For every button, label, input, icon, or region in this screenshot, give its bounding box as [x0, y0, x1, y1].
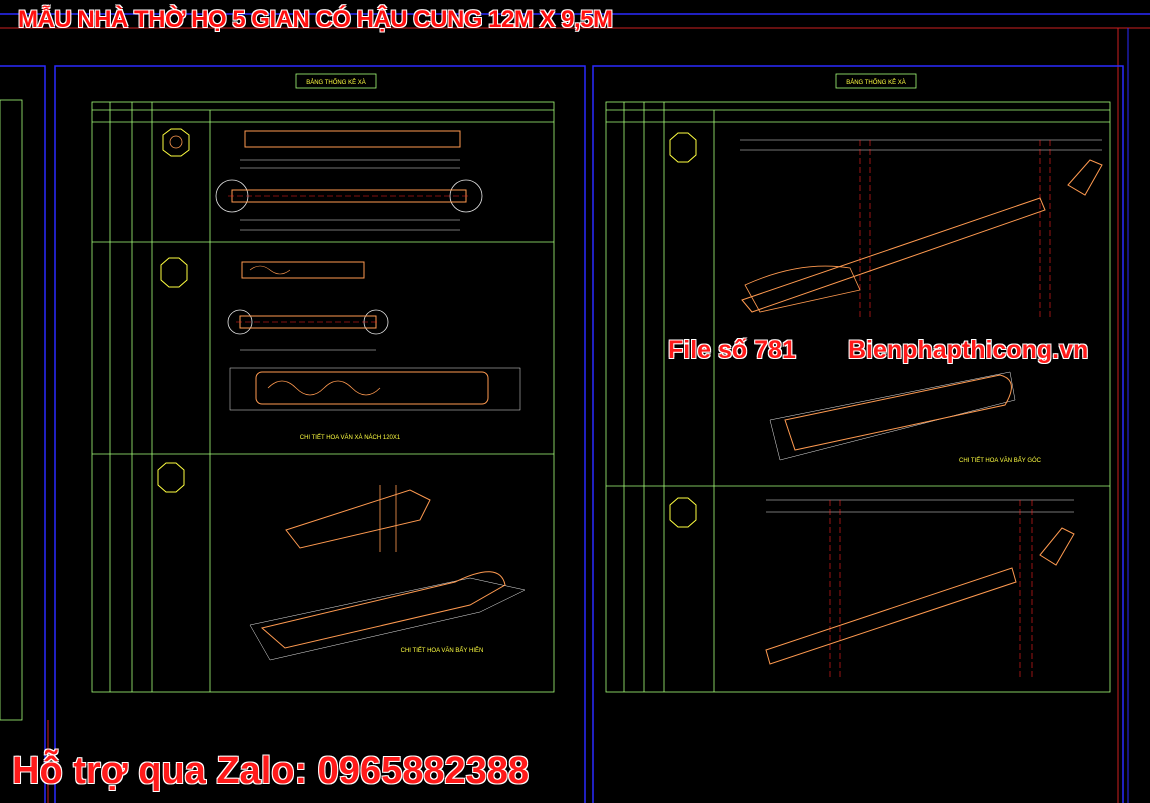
- right-bracket-row-1: [669, 132, 1103, 461]
- left-beam-row-1: [162, 128, 483, 231]
- right-table-title: BẢNG THỐNG KÊ XÀ: [846, 78, 906, 86]
- file-number-label: File số 781: [668, 336, 796, 364]
- zalo-support-label: Hỗ trợ qua Zalo: 0965882388: [12, 750, 530, 792]
- left-detail-1-label: CHI TIẾT HOA VĂN XÀ NÁCH 120X1: [300, 434, 401, 441]
- right-detail-1-label: CHI TIẾT HOA VĂN BẨY GÓC: [959, 457, 1042, 464]
- drawing-title: MẪU NHÀ THỜ HỌ 5 GIAN CÓ HẬU CUNG 12M X …: [18, 6, 613, 33]
- left-sheet-table: [91, 73, 555, 693]
- right-sheet-table: [605, 73, 1111, 693]
- drawing-frames: [0, 13, 1150, 803]
- website-label: Bienphapthicong.vn: [848, 336, 1089, 364]
- left-table-title: BẢNG THỐNG KÊ XÀ: [306, 78, 366, 86]
- left-beam-row-2: [160, 257, 521, 411]
- left-bracket-row-3: [157, 462, 526, 661]
- left-detail-2-label: CHI TIẾT HOA VĂN BẨY HIÊN: [401, 646, 484, 654]
- right-bracket-row-2: [669, 497, 1075, 680]
